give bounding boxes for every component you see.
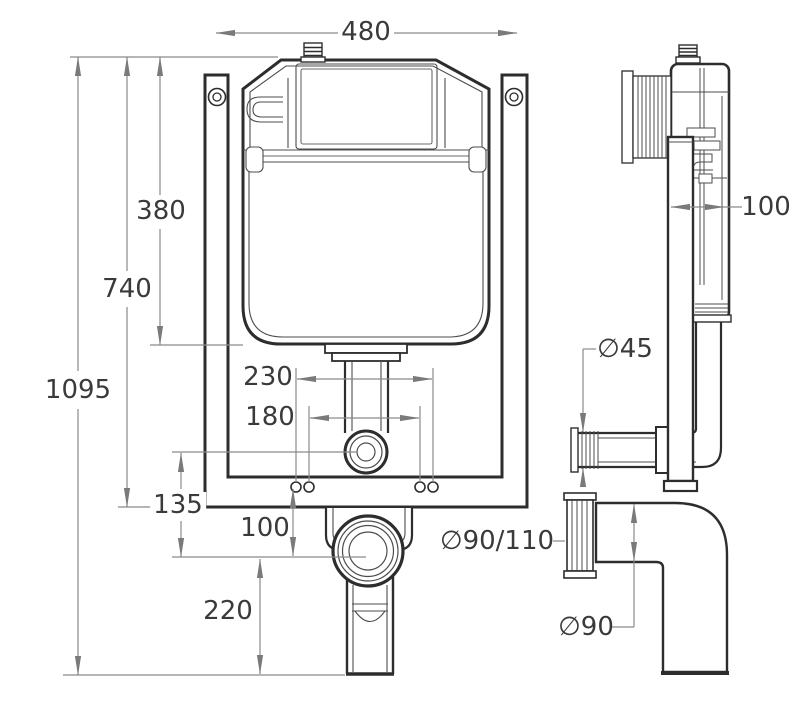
dim-label-135: 135	[150, 492, 206, 518]
dim-label-220: 220	[203, 596, 253, 626]
side-view	[563, 44, 732, 675]
inlet-connector-side	[675, 44, 701, 64]
front-view	[203, 42, 529, 676]
frame-hole-left	[207, 87, 227, 107]
dim-label-180: 180	[245, 402, 295, 432]
frame-rail-side	[662, 135, 699, 493]
flush-bellows	[621, 70, 672, 164]
tank-front	[241, 58, 491, 346]
dim-label-380: 380	[133, 198, 189, 224]
dim-label-dia90-110: ∅90/110	[439, 526, 555, 556]
mounting-frame	[203, 73, 529, 509]
dimension-annotations	[63, 29, 742, 676]
dim-label-dia45: ∅45	[597, 334, 653, 364]
clip-hook	[246, 96, 283, 123]
outlet-front	[324, 508, 414, 676]
dim-label-dia90: ∅90	[558, 612, 614, 642]
dim-label-740: 740	[99, 276, 155, 302]
dim-label-100-side: 100	[741, 192, 791, 222]
outlet-elbow-side	[563, 492, 729, 675]
dim-label-100-front: 100	[240, 513, 290, 543]
inlet-connector-front	[300, 42, 326, 63]
frame-hole-right	[504, 87, 524, 107]
flush-pipe-front	[324, 343, 408, 433]
dim-label-480: 480	[341, 17, 391, 47]
dim-label-1095: 1095	[41, 377, 115, 403]
dim-label-230: 230	[243, 362, 293, 392]
access-window	[295, 63, 438, 150]
